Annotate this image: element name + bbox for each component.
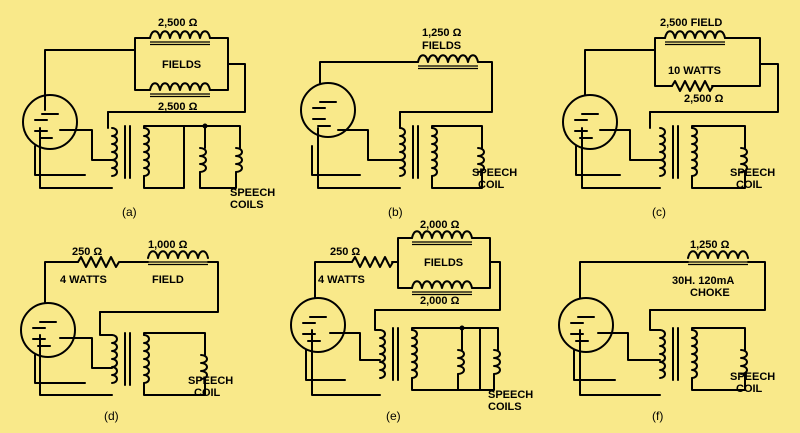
- speech-label-line1: SPEECH: [472, 167, 517, 179]
- panel-caption: (b): [388, 205, 403, 219]
- field-coil: [147, 250, 209, 266]
- choke-rating: 30H. 120mA: [672, 275, 734, 287]
- speech-label-line1: SPEECH: [730, 167, 775, 179]
- resistor-value: 250 Ω: [72, 246, 102, 258]
- speech-label-line2: COILS: [488, 401, 522, 413]
- circuit-panel-e: 250 Ω 4 WATTS 2,000 Ω FIELDS 2,000 Ω SPE…: [290, 219, 533, 423]
- resistor-value: 2,500 Ω: [684, 93, 724, 105]
- fields-label: FIELDS: [424, 257, 463, 269]
- resistor-watts: 4 WATTS: [318, 274, 365, 286]
- circuit-panel-f: 1,250 Ω 30H. 120mA CHOKE SPEECH COIL (f): [558, 239, 775, 423]
- speech-label-line2: COIL: [194, 387, 221, 399]
- speech-label-line1: SPEECH: [188, 375, 233, 387]
- choke-value: 1,250 Ω: [690, 239, 730, 251]
- resistor-250: [77, 256, 120, 268]
- field-coil-upper: [149, 30, 211, 46]
- choke-label: CHOKE: [690, 287, 730, 299]
- panel-caption: (f): [652, 409, 663, 423]
- circuit-panel-d: 250 Ω 4 WATTS 1,000 Ω FIELD SPEECH COIL …: [20, 239, 233, 423]
- field-coil-lower: [149, 82, 211, 98]
- field-coil: [417, 54, 479, 70]
- field-value-lower: 2,000 Ω: [420, 295, 460, 307]
- circuit-panel-c: 2,500 FIELD 10 WATTS 2,500 Ω SPEECH COIL…: [562, 17, 779, 219]
- field-value-upper: 2,000 Ω: [420, 219, 460, 231]
- speech-label-line2: COIL: [736, 383, 763, 395]
- field-coil: [664, 30, 726, 46]
- speech-label-line2: COIL: [478, 179, 505, 191]
- resistor-watts: 4 WATTS: [60, 274, 107, 286]
- field-coil-upper: [411, 230, 473, 246]
- field-label: 2,500 FIELD: [660, 17, 722, 29]
- speech-label-line1: SPEECH: [730, 371, 775, 383]
- panel-caption: (c): [652, 205, 666, 219]
- fields-label: FIELDS: [162, 59, 201, 71]
- resistor-watts: 10 WATTS: [668, 65, 721, 77]
- resistor-value: 250 Ω: [330, 246, 360, 258]
- speech-label-line1: SPEECH: [488, 389, 533, 401]
- fields-label: FIELDS: [422, 40, 461, 52]
- field-value-upper: 2,500 Ω: [158, 17, 198, 29]
- resistor-250: [351, 256, 394, 268]
- field-value: 1,000 Ω: [148, 239, 188, 251]
- panel-caption: (a): [122, 205, 137, 219]
- speech-label-line2: COILS: [230, 199, 264, 211]
- field-coil-lower: [411, 280, 473, 296]
- panel-caption: (d): [104, 409, 119, 423]
- speech-label-line1: SPEECH: [230, 187, 275, 199]
- field-value-lower: 2,500 Ω: [158, 101, 198, 113]
- speech-label-line2: COIL: [736, 179, 763, 191]
- circuit-panel-b: 1,250 Ω FIELDS SPEECH COIL (b): [300, 27, 517, 219]
- choke-coil: [687, 250, 749, 266]
- field-value: 1,250 Ω: [422, 27, 462, 39]
- panel-caption: (e): [386, 409, 401, 423]
- circuit-panel-a: 2,500 Ω FIELDS 2,500 Ω SPEECH COILS (a): [22, 17, 275, 219]
- field-label: FIELD: [152, 274, 184, 286]
- resistor-10w: [671, 80, 714, 92]
